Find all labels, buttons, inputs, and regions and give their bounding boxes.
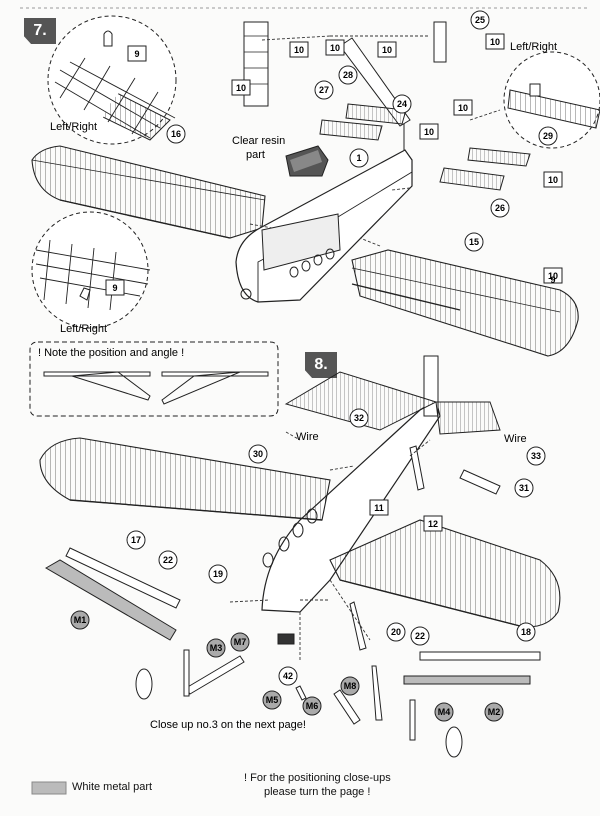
- legend-white-metal: White metal part: [72, 781, 153, 793]
- label-clear-resin-2: part: [246, 149, 265, 161]
- callout-16: 16: [171, 129, 181, 139]
- callout-9-b: 9: [112, 283, 117, 293]
- callout-M7: M7: [234, 637, 247, 647]
- struts-floats: [44, 445, 541, 758]
- callout-10-g: 10: [458, 103, 468, 113]
- step-7-badge: 7.: [24, 18, 56, 44]
- callout-10-a: 10: [236, 83, 246, 93]
- callout-22-b: 22: [415, 631, 425, 641]
- callout-boxes: [105, 33, 563, 532]
- label-left-right-2: Left/Right: [60, 323, 107, 335]
- callout-9-a: 9: [134, 49, 139, 59]
- callout-10-e: 10: [490, 37, 500, 47]
- callout-15: 15: [469, 237, 479, 247]
- callout-32: 32: [354, 413, 364, 423]
- footer-note-2: please turn the page !: [264, 786, 371, 798]
- callout-22-a: 22: [163, 555, 173, 565]
- callout-33: 33: [531, 451, 541, 461]
- callout-11: 11: [374, 503, 384, 513]
- fuselage-step7: [235, 104, 413, 303]
- callout-27: 27: [319, 85, 329, 95]
- close-up-text: Close up no.3 on the next page!: [150, 719, 306, 731]
- callout-31: 31: [519, 483, 529, 493]
- wing-lower-right-step8: [329, 519, 561, 628]
- callout-M4: M4: [438, 707, 451, 717]
- callout-25: 25: [475, 15, 485, 25]
- callout-20: 20: [391, 627, 401, 637]
- wing-upper-left-step8: [39, 437, 331, 521]
- callout-1: 1: [356, 153, 361, 163]
- detail-circle-wing-bottom: [31, 211, 151, 329]
- note-box: [29, 341, 279, 417]
- callout-19: 19: [213, 569, 223, 579]
- detail-circle-tail: [503, 51, 600, 149]
- callout-29: 29: [543, 131, 553, 141]
- callout-M6: M6: [306, 701, 319, 711]
- label-left-right-1: Left/Right: [50, 121, 97, 133]
- callout-26: 26: [495, 203, 505, 213]
- callout-28: 28: [343, 70, 353, 80]
- callout-9-c: 9: [550, 275, 555, 285]
- callout-M1: M1: [74, 615, 87, 625]
- callout-10-d: 10: [382, 45, 392, 55]
- callout-circles: [70, 10, 558, 722]
- callout-M8: M8: [344, 681, 357, 691]
- callout-17: 17: [131, 535, 141, 545]
- callout-M5: M5: [266, 695, 279, 705]
- callout-12: 12: [428, 519, 438, 529]
- step-8-badge: 8.: [305, 352, 337, 378]
- footer-note-1: ! For the positioning close-ups: [244, 772, 391, 784]
- canopy-part-1: [285, 145, 329, 177]
- white-metal-swatch: [31, 781, 67, 795]
- label-wire-right: Wire: [504, 433, 527, 445]
- callout-10-i: 10: [548, 271, 558, 281]
- callout-10-f: 10: [424, 127, 434, 137]
- tailplane-step8: [284, 371, 501, 435]
- callout-18: 18: [521, 627, 531, 637]
- label-clear-resin-1: Clear resin: [232, 135, 285, 147]
- callout-10-h: 10: [548, 175, 558, 185]
- callout-M2: M2: [488, 707, 501, 717]
- callout-10-b: 10: [294, 45, 304, 55]
- callout-24: 24: [397, 99, 407, 109]
- label-left-right-3: Left/Right: [510, 41, 557, 53]
- wing-left-16: [31, 145, 266, 239]
- callout-10-c: 10: [330, 43, 340, 53]
- label-wire-left: Wire: [296, 431, 319, 443]
- callout-30: 30: [253, 449, 263, 459]
- note-text: ! Note the position and angle !: [38, 347, 184, 359]
- callout-M3: M3: [210, 643, 223, 653]
- wing-right-15: [351, 249, 579, 357]
- callout-42: 42: [283, 671, 293, 681]
